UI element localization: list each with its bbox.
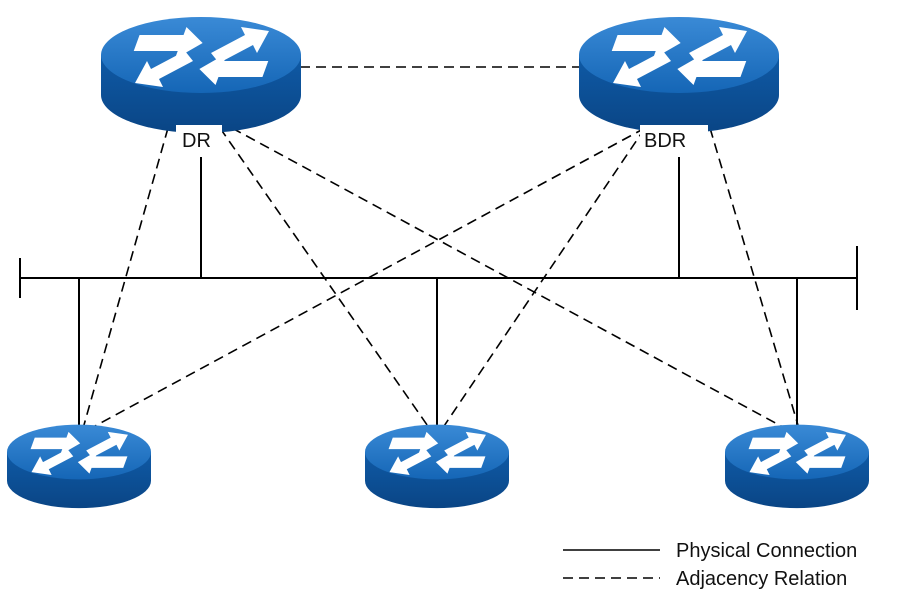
- legend: Physical Connection Adjacency Relation: [563, 540, 857, 590]
- legend-adjacency-label: Adjacency Relation: [676, 568, 847, 590]
- adjacency-dr-right: [231, 127, 793, 433]
- router-right-icon: [725, 424, 869, 509]
- legend-physical-label: Physical Connection: [676, 540, 857, 562]
- dr-router-icon: [101, 17, 301, 133]
- bdr-router-icon: [579, 17, 779, 133]
- router-middle-icon: [365, 424, 509, 509]
- adjacency-dr-left: [81, 127, 169, 433]
- dr-label: DR: [182, 130, 211, 152]
- router-left-icon: [7, 424, 152, 509]
- physical-connections: [19, 157, 858, 432]
- adjacency-bdr-left: [83, 127, 646, 433]
- adjacency-bdr-right: [709, 127, 801, 433]
- bdr-label: BDR: [644, 130, 686, 152]
- adjacency-relations: [81, 66, 801, 433]
- adjacency-bdr-middle: [439, 127, 646, 433]
- adjacency-dr-middle: [219, 127, 433, 433]
